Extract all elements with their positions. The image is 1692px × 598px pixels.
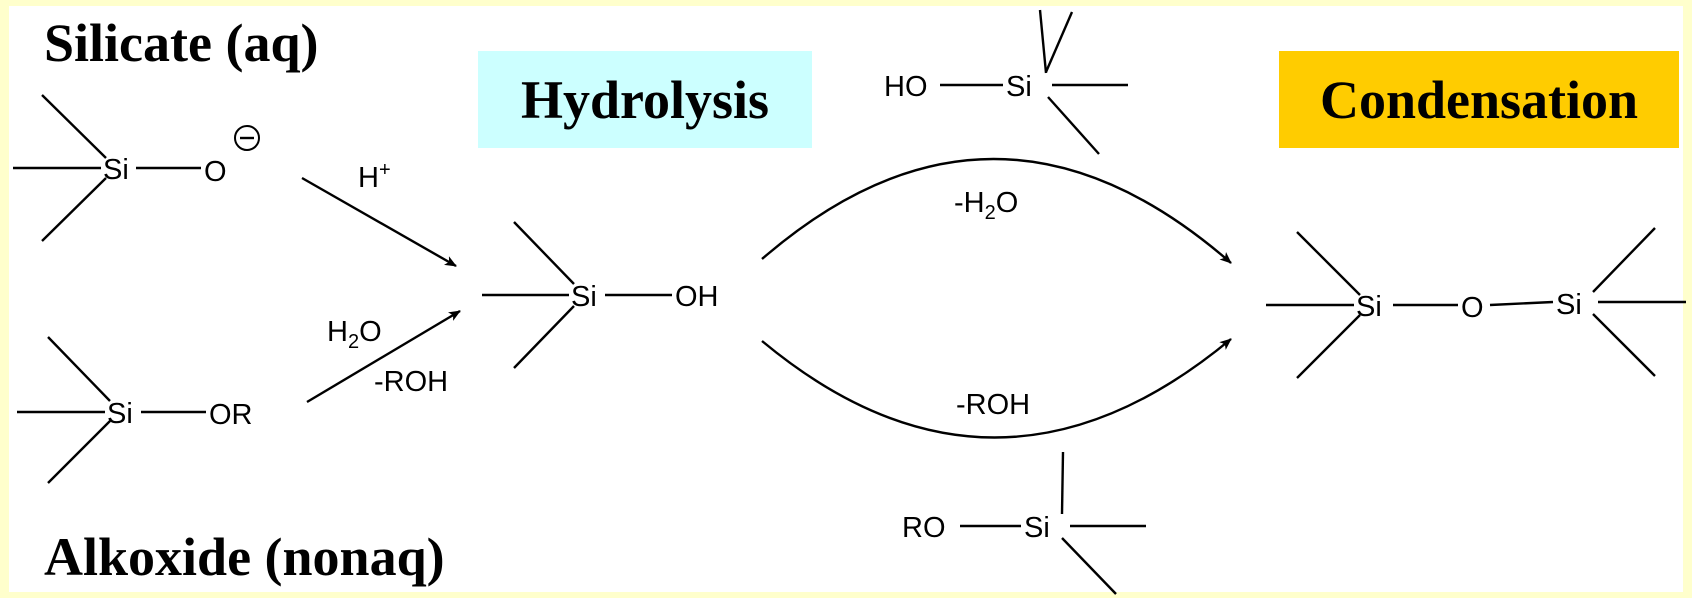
hydrolysis-label: Hydrolysis [478, 51, 812, 148]
atom-si-siloxane-left: Si [1356, 291, 1382, 323]
bond-siloxane-o-si [1489, 300, 1554, 307]
frame-left-edge [0, 0, 9, 598]
condition-minus-water: -H2O [954, 187, 1018, 224]
condition-minus-roh: -ROH [374, 366, 448, 398]
atom-si-silicate: Si [103, 154, 129, 186]
bond-siloxane-left-upper [1296, 231, 1361, 296]
arrow-condensation-alcohol [761, 338, 1232, 439]
minus-circle-icon [234, 125, 260, 151]
heading-alkoxide: Alkoxide (nonaq) [44, 527, 445, 587]
heading-silicate: Silicate (aq) [44, 13, 319, 73]
condition-h-plus: H+ [358, 159, 391, 194]
bond-ho-reagent-lower [1047, 96, 1100, 155]
frame-top-edge [0, 0, 1692, 6]
bond-siloxane-right-lower [1592, 313, 1656, 377]
atom-si-ro-reagent: Si [1024, 512, 1050, 544]
atom-si-alkoxide: Si [107, 398, 133, 430]
atom-ho-reagent: HO [884, 71, 928, 103]
bond-alkoxide-lower [47, 420, 111, 484]
bond-silanol-upper [513, 221, 575, 285]
condition-water: H2O [327, 316, 382, 353]
atom-oh-silanol: OH [675, 281, 719, 313]
atom-or-alkoxide: OR [209, 399, 253, 431]
bond-ho-reagent-upper [1038, 9, 1048, 74]
bond-ro-reagent-upper [1060, 451, 1065, 515]
arrow-alkoxide-to-silanol [306, 309, 461, 404]
atom-si-silanol: Si [571, 281, 597, 313]
frame-right-edge [1683, 0, 1692, 598]
atom-si-ho-reagent: Si [1006, 71, 1032, 103]
arrow-condensation-water [761, 157, 1232, 264]
atom-o-siloxane: O [1461, 292, 1484, 324]
bond-alkoxide-upper [47, 336, 111, 402]
bond-silicate-upper [41, 94, 107, 159]
condition-minus-roh-lower: -ROH [956, 389, 1030, 421]
bond-ho-reagent-upper-diag [1044, 11, 1074, 73]
bond-siloxane-right-upper [1592, 227, 1656, 293]
bond-ro-reagent-lower [1061, 537, 1117, 595]
atom-ro-reagent: RO [902, 512, 946, 544]
condensation-label: Condensation [1279, 51, 1679, 148]
bond-siloxane-left-lower [1296, 314, 1361, 379]
atom-si-siloxane-right: Si [1556, 289, 1582, 321]
frame-bottom-edge [0, 592, 1692, 598]
bond-silanol-lower [513, 305, 575, 369]
bond-silicate-lower [41, 177, 107, 242]
arrow-silicate-to-silanol [301, 176, 457, 268]
atom-o-silicate: O [204, 156, 227, 188]
